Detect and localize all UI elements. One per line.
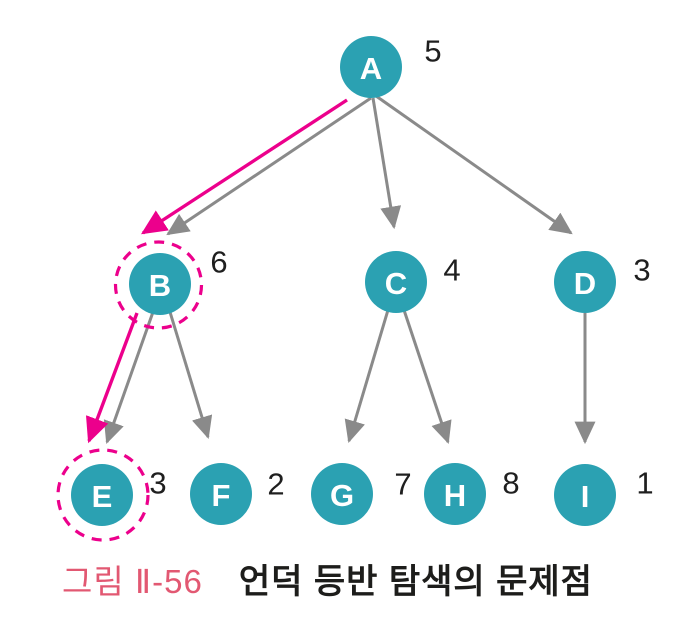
node-I: I [554, 464, 616, 526]
node-E: E [71, 464, 133, 526]
edge-B-E [103, 311, 155, 444]
node-I-label: I [580, 478, 590, 514]
node-G: G [311, 463, 373, 525]
node-I-value: 1 [636, 465, 654, 501]
highlight-path-edge-A-B [141, 98, 348, 235]
edge-A-C [371, 97, 402, 230]
highlight-path-edge-B-E [85, 312, 139, 444]
node-D-value: 3 [633, 252, 651, 288]
node-E-value: 3 [149, 465, 167, 501]
node-B: B [129, 253, 191, 315]
node-C-label: C [384, 265, 408, 301]
node-C-value: 4 [443, 252, 461, 288]
edge-C-H [402, 309, 452, 444]
node-D-label: D [573, 265, 597, 301]
figure-caption: 그림 Ⅱ-56 언덕 등반 탐색의 문제점 [62, 554, 593, 603]
node-B-value: 6 [210, 244, 228, 280]
node-H-value: 8 [502, 465, 520, 501]
edge-C-G [344, 309, 390, 444]
node-G-label: G [329, 477, 355, 513]
node-A: A [340, 36, 402, 98]
node-D: D [554, 251, 616, 313]
node-A-value: 5 [424, 33, 442, 69]
node-C: C [365, 251, 427, 313]
figure-caption-title: 언덕 등반 탐색의 문제점 [238, 563, 593, 601]
node-H-label: H [443, 477, 467, 513]
edge-A-B [166, 96, 372, 236]
node-A-label: A [359, 50, 383, 86]
node-F-label: F [211, 477, 231, 513]
node-F: F [190, 463, 252, 525]
node-B-label: B [148, 267, 172, 303]
figure-caption-label: 그림 Ⅱ-56 [62, 563, 203, 600]
node-H: H [424, 463, 486, 525]
edge-B-F [168, 311, 213, 440]
edge-A-D [375, 94, 573, 235]
node-F-value: 2 [267, 466, 285, 502]
node-G-value: 7 [394, 466, 412, 502]
highlight-ring-B [113, 240, 204, 330]
node-E-label: E [91, 478, 113, 514]
highlight-ring-E [56, 448, 150, 542]
